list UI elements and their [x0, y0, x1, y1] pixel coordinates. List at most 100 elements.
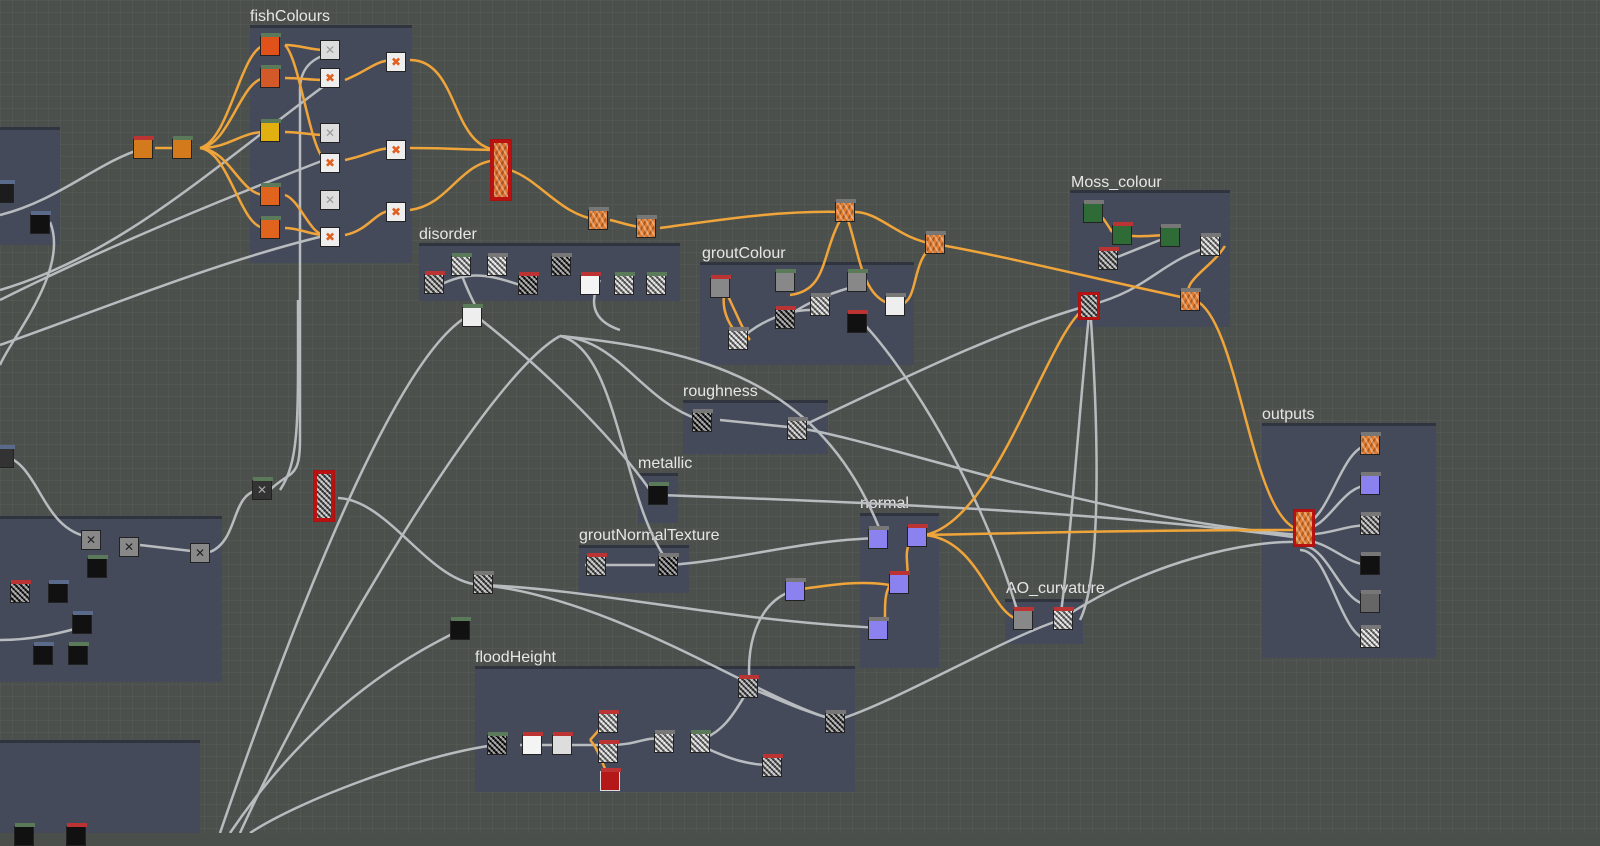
node-fish-colour-5[interactable]	[260, 216, 281, 239]
node-fish-mask-3[interactable]: ✕	[320, 190, 340, 210]
node-disorder-1[interactable]	[424, 271, 445, 294]
node-moss-colour-5[interactable]	[1200, 233, 1221, 256]
node-upper-left-a[interactable]	[0, 180, 15, 203]
node-left-mid-4[interactable]: ✕	[190, 543, 210, 563]
node-moss-colour-1[interactable]	[1083, 200, 1104, 223]
node-normal-input[interactable]	[785, 578, 806, 601]
node-normal-2[interactable]	[907, 524, 928, 547]
node-flood-10[interactable]	[762, 754, 783, 777]
node-fish-pattern-switch[interactable]	[313, 470, 335, 522]
node-grout-colour-6[interactable]	[847, 310, 868, 333]
frame-title-fish-colours: fishColours	[250, 8, 331, 25]
node-flood-1[interactable]	[487, 732, 508, 755]
node-flood-6[interactable]	[600, 768, 621, 791]
output-normal[interactable]	[1360, 472, 1381, 495]
output-roughness[interactable]	[1360, 512, 1381, 535]
node-left-lower-2[interactable]	[66, 823, 87, 846]
node-left-mid-6[interactable]	[10, 580, 31, 603]
grey-wires	[0, 53, 1371, 833]
node-flood-9[interactable]	[738, 675, 759, 698]
node-disorder-6[interactable]	[580, 272, 601, 295]
output-metallic[interactable]	[1360, 552, 1381, 575]
node-fish-colour-2[interactable]	[260, 65, 281, 88]
node-flood-3[interactable]	[552, 732, 573, 755]
node-fish-merge-1[interactable]: ✖	[386, 52, 406, 72]
node-fish-blend-2[interactable]: ✖	[320, 153, 340, 173]
node-left-mid-7[interactable]	[48, 580, 69, 603]
frame-outputs	[1262, 423, 1436, 658]
node-fish-blend-1[interactable]: ✖	[320, 68, 340, 88]
node-disorder-8[interactable]	[646, 272, 667, 295]
node-grout-colour-4[interactable]	[775, 306, 796, 329]
node-disorder-out[interactable]	[462, 304, 483, 327]
node-fish-mask-1[interactable]: ✕	[320, 40, 340, 60]
node-colour-source-1[interactable]	[133, 136, 154, 159]
frame-title-disorder: disorder	[419, 226, 477, 243]
node-flood-11[interactable]	[825, 710, 846, 733]
node-fish-colour-4[interactable]	[260, 183, 281, 206]
node-ao-2[interactable]	[1053, 607, 1074, 630]
node-fish-colour-3[interactable]	[260, 119, 281, 142]
output-ambient-occlusion[interactable]	[1360, 590, 1381, 613]
node-roughness-1[interactable]	[692, 409, 713, 432]
node-outputs-hub[interactable]	[1293, 509, 1315, 547]
node-disorder-3[interactable]	[487, 253, 508, 276]
node-left-mid-2[interactable]: ✕	[81, 530, 101, 550]
node-left-mid-3[interactable]: ✕	[119, 537, 139, 557]
node-metallic[interactable]	[648, 482, 669, 505]
node-roughness-2[interactable]	[787, 417, 808, 440]
node-grout-colour-1[interactable]	[710, 275, 731, 298]
node-grout-colour-5[interactable]	[810, 293, 831, 316]
node-left-mid-10[interactable]	[68, 642, 89, 665]
node-flood-4[interactable]	[598, 710, 619, 733]
node-flood-5[interactable]	[598, 740, 619, 763]
node-moss-colour-4[interactable]	[1098, 247, 1119, 270]
node-height-input[interactable]	[450, 617, 471, 640]
node-fish-colour-1[interactable]	[260, 33, 281, 56]
node-normal-3[interactable]	[889, 571, 910, 594]
node-grout-colour-7[interactable]	[885, 293, 906, 316]
node-left-mid-5[interactable]	[87, 555, 108, 578]
node-fish-switch[interactable]	[490, 139, 512, 201]
node-height-blend[interactable]	[473, 571, 494, 594]
node-grout-normal-1[interactable]	[586, 553, 607, 576]
node-moss-colour-2[interactable]	[1112, 222, 1133, 245]
node-fish-merge-3[interactable]: ✖	[386, 202, 406, 222]
node-fish-grout-blend-2[interactable]	[636, 215, 657, 238]
node-fish-merge-2[interactable]: ✖	[386, 140, 406, 160]
node-disorder-2[interactable]	[451, 253, 472, 276]
output-height[interactable]	[1360, 625, 1381, 648]
output-basecolor[interactable]	[1360, 432, 1381, 455]
node-fish-mask-2[interactable]: ✕	[320, 123, 340, 143]
node-disorder-4[interactable]	[518, 272, 539, 295]
node-upper-left-b[interactable]	[30, 211, 51, 234]
node-fish-pattern[interactable]: ✕	[252, 477, 273, 500]
node-grout-colour-2[interactable]	[775, 269, 796, 292]
node-flood-7[interactable]	[654, 730, 675, 753]
frame-title-flood-height: floodHeight	[475, 649, 556, 666]
node-fish-grout-blend-1[interactable]	[588, 207, 609, 230]
node-left-lower-1[interactable]	[14, 823, 35, 846]
node-grout-colour-3[interactable]	[847, 269, 868, 292]
node-moss-mask[interactable]	[1078, 292, 1100, 320]
node-flood-2[interactable]	[522, 732, 543, 755]
node-disorder-7[interactable]	[614, 272, 635, 295]
node-left-mid-9[interactable]	[33, 642, 54, 665]
node-left-mid-8[interactable]	[72, 611, 93, 634]
node-colour-source-2[interactable]	[172, 136, 193, 159]
node-grout-blend-2[interactable]	[925, 231, 946, 254]
node-moss-blend[interactable]	[1180, 288, 1201, 311]
node-normal-4[interactable]	[868, 617, 889, 640]
node-grout-normal-2[interactable]	[658, 553, 679, 576]
node-fish-blend-3[interactable]: ✖	[320, 227, 340, 247]
node-normal-1[interactable]	[868, 526, 889, 549]
node-moss-colour-3[interactable]	[1160, 224, 1181, 247]
node-flood-8[interactable]	[690, 730, 711, 753]
node-grout-blend-1[interactable]	[835, 199, 856, 222]
node-grout-colour-8[interactable]	[728, 327, 749, 350]
node-disorder-5[interactable]	[551, 253, 572, 276]
node-left-mid-1[interactable]	[0, 445, 15, 468]
node-ao-1[interactable]	[1013, 607, 1034, 630]
